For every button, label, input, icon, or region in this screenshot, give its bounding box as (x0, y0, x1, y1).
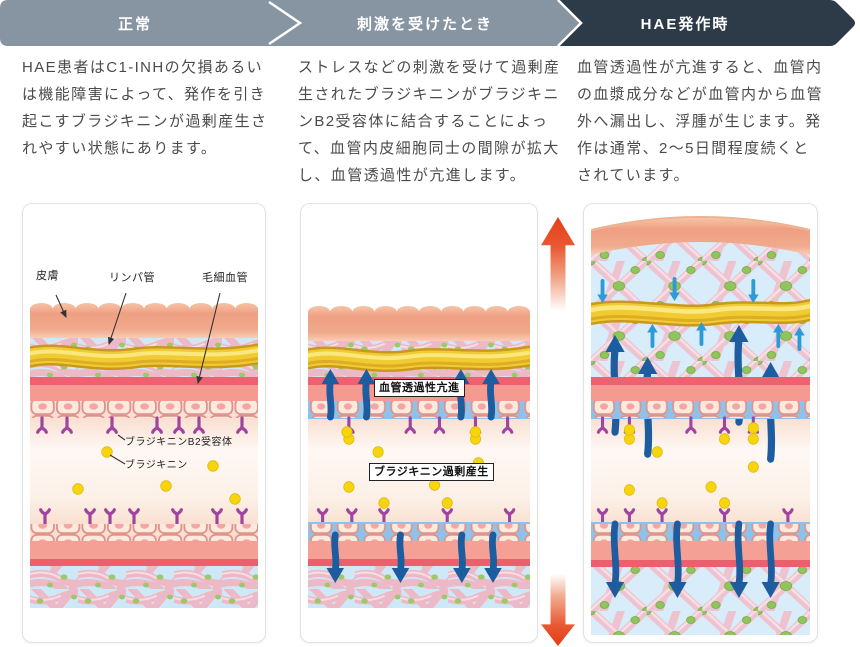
transition-arrow-down-icon (541, 574, 575, 646)
normal-skin-illustration (30, 292, 258, 608)
capillary-band (30, 541, 258, 559)
capillary-band (591, 541, 810, 560)
description-normal: HAE患者はC1-INHの欠損あるい は機能障害によって、発作を引き 起こすブラ… (22, 59, 268, 157)
connective-tissue-mesh (30, 566, 258, 608)
label-lymph-vessel: リンパ管 (109, 272, 155, 284)
panel-normal (22, 203, 266, 643)
panel-attack (583, 203, 818, 643)
capillary-band (591, 385, 810, 401)
vessel-interior (30, 401, 258, 541)
label-bradykinin: ブラジキニン (125, 460, 188, 471)
panel-stimulated (300, 203, 538, 643)
capillary-band (30, 385, 258, 401)
banner-shapes (0, 0, 855, 47)
capillary-wall (30, 559, 258, 566)
lymph-vessel (308, 345, 530, 373)
attack-skin-illustration (591, 216, 810, 635)
label-permeability: 血管透過性亢進 (374, 379, 465, 398)
description-stimulated: ストレスなどの刺激を受けて過剰産 生されたブラジキニンがブラジキニ ンB2受容体… (298, 59, 561, 184)
stage-banner-bar: 正常 刺激を受けたとき HAE発作時 (0, 0, 860, 47)
banner-normal-stim-shape (0, 0, 581, 46)
endothelial-cells-top (591, 401, 810, 418)
endothelial-cells-top (308, 401, 530, 418)
callout-lines (55, 292, 221, 465)
banner-normal: 正常 (117, 16, 152, 33)
skin-layer-swollen (591, 218, 810, 255)
label-b2-receptor: ブラジキニンB2受容体 (125, 437, 233, 448)
endothelial-cells-top (30, 401, 258, 418)
banner-attack-shape (545, 0, 855, 46)
label-skin: 皮膚 (36, 270, 59, 282)
label-overproduction: ブラジキニン過剰産生 (369, 463, 494, 482)
skin-layer (30, 303, 258, 338)
capillary-wall (591, 377, 810, 385)
endothelial-cells-bottom (308, 524, 530, 541)
capillary-wall (308, 559, 530, 566)
swollen-tissue-mesh (591, 567, 810, 635)
skin-layer (308, 306, 530, 341)
endothelial-cells-bottom (591, 524, 810, 541)
vessel-interior (591, 401, 810, 541)
banner-divider-2 (557, 0, 583, 47)
capillary-wall (591, 560, 810, 567)
banner-attack: HAE発作時 (640, 16, 730, 33)
skin-surface (591, 216, 810, 231)
label-capillary: 毛細血管 (202, 272, 248, 284)
capillary-wall (30, 377, 258, 385)
capillary-band (308, 541, 530, 559)
lymph-vessel (30, 343, 258, 371)
banner-divider-1 (268, 0, 303, 46)
description-attack: 血管透過性が亢進すると、血管内 の血漿成分などが血管内から血管 外へ漏出し、浮腫… (577, 59, 824, 184)
lymph-vessel (591, 299, 810, 327)
stimulated-skin-illustration (308, 306, 530, 608)
endothelial-cells-bottom (30, 524, 258, 541)
banner-stimulated: 刺激を受けたとき (356, 16, 493, 33)
transition-arrow-up-icon (541, 217, 575, 311)
